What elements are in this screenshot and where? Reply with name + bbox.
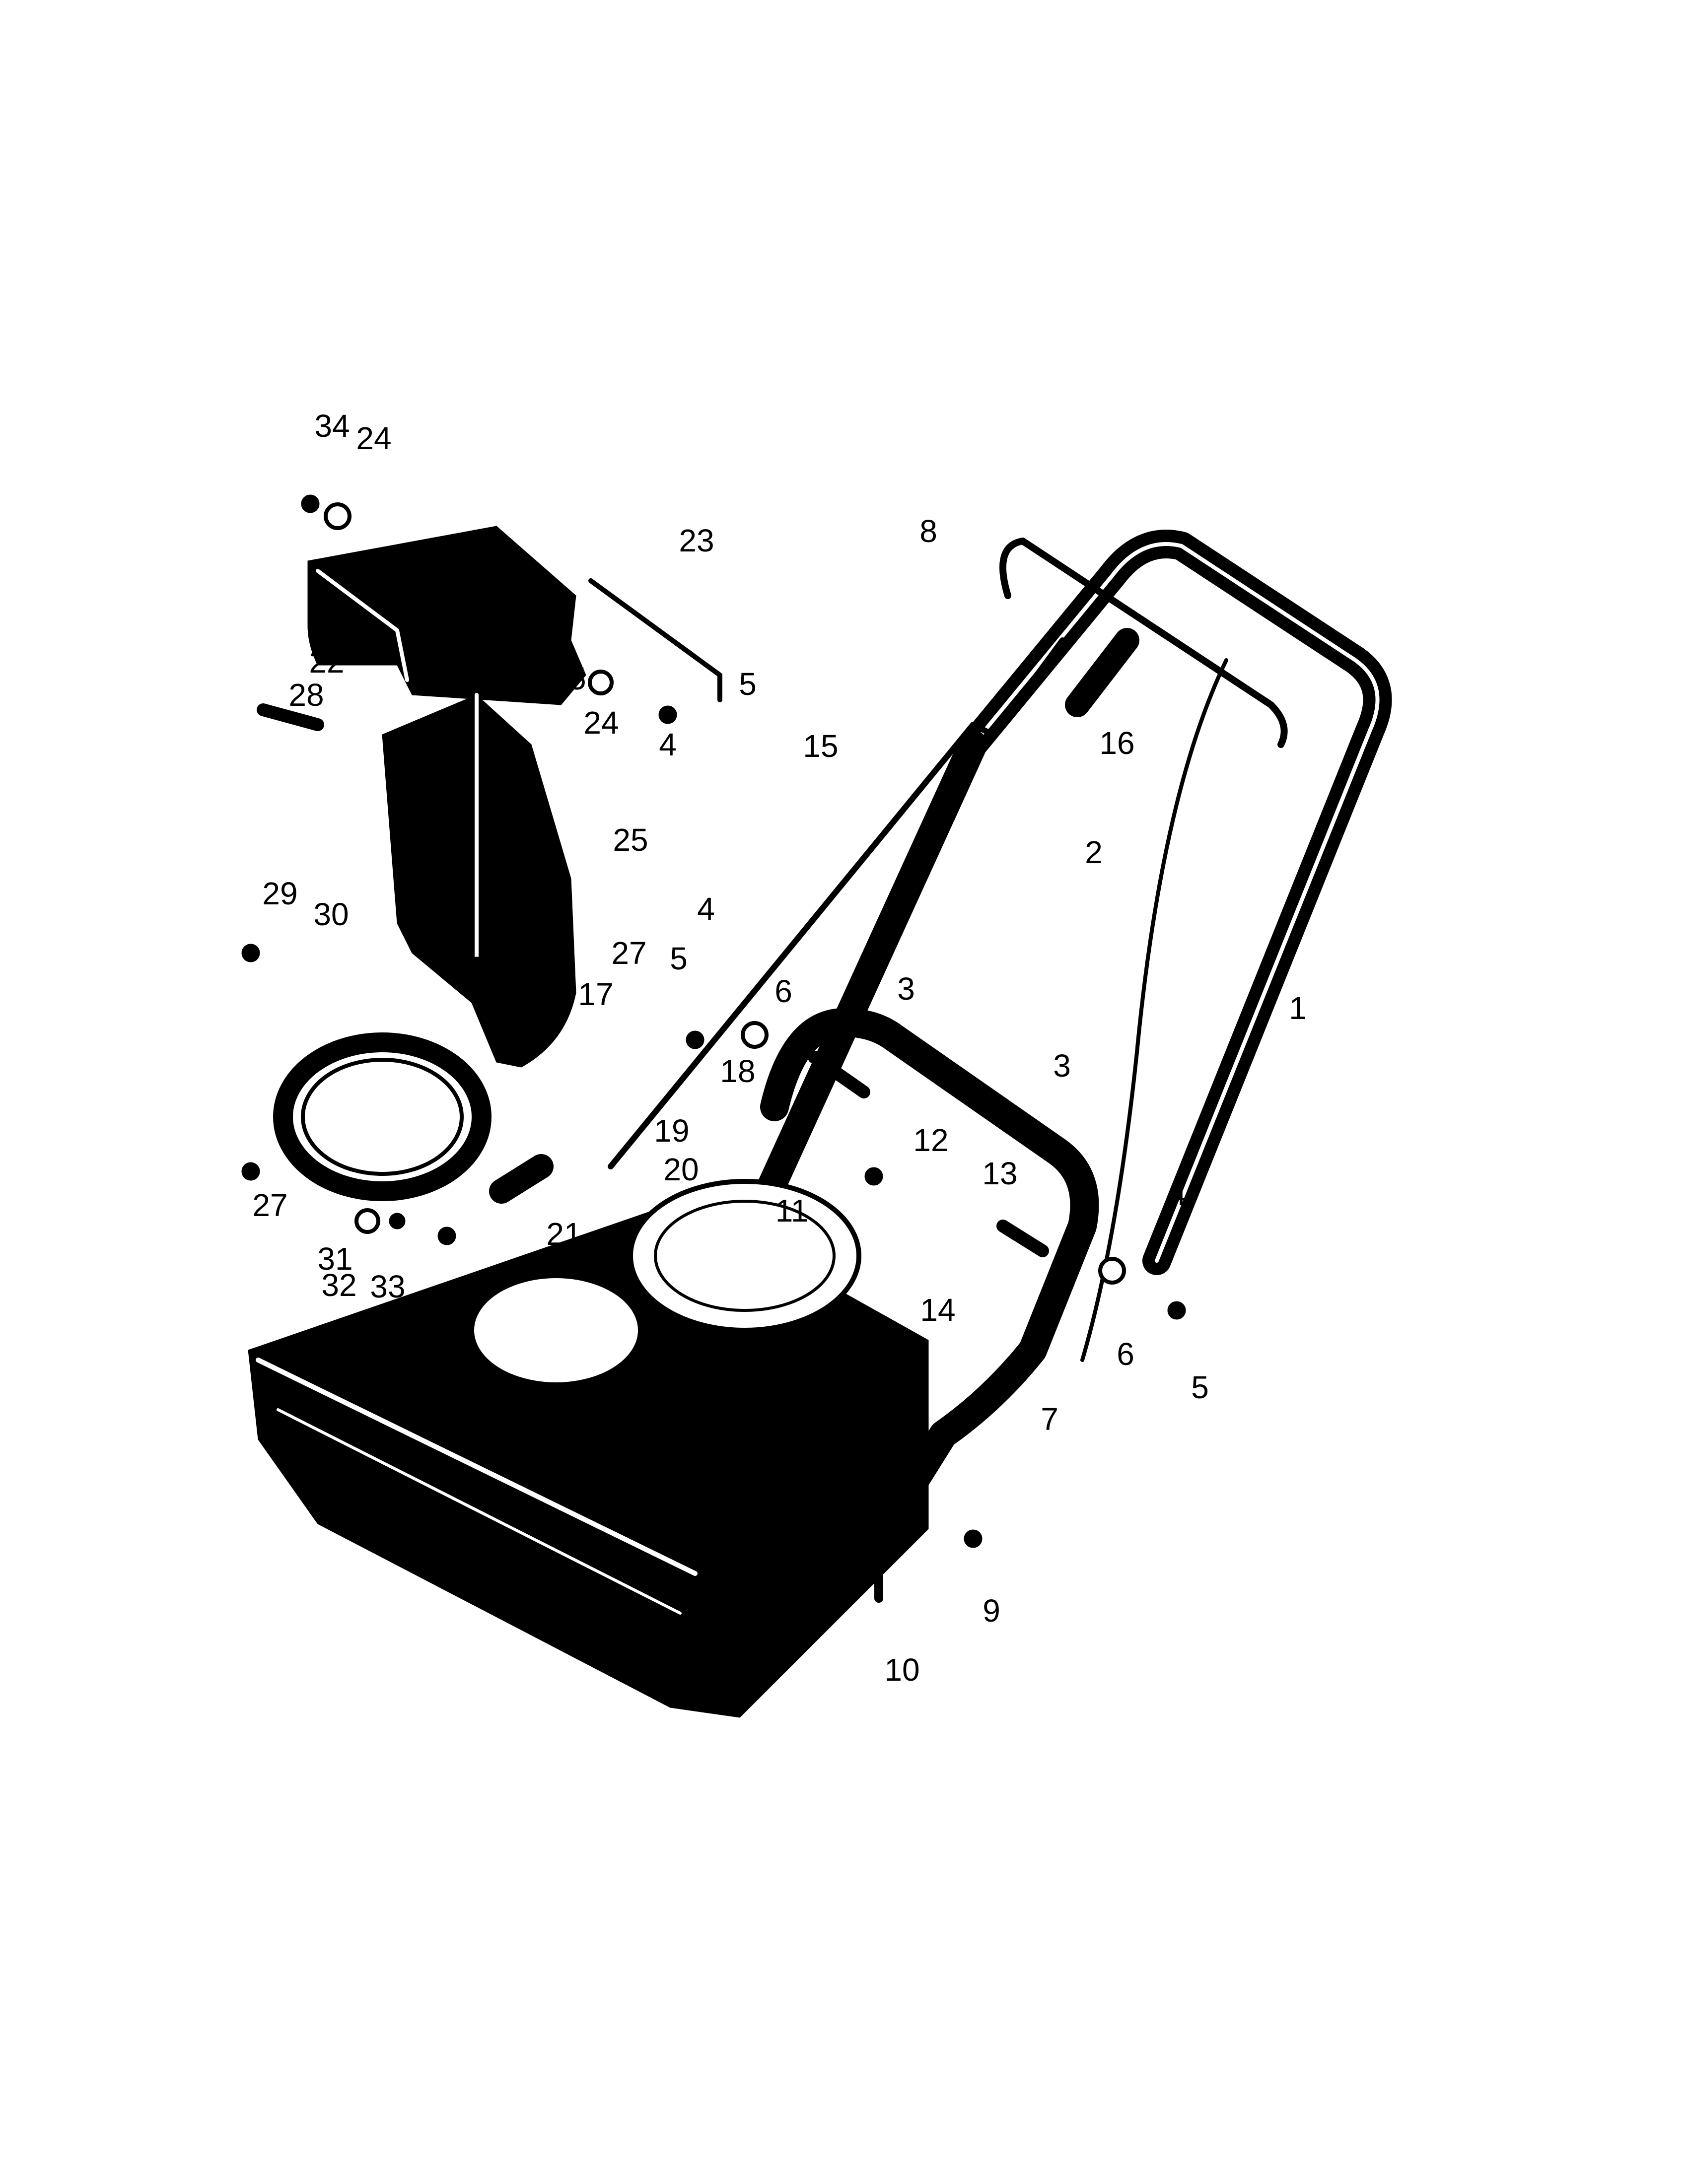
upper-chute: [382, 693, 576, 1068]
part-number-label: 2: [1085, 834, 1103, 870]
part-number-label: 1: [1289, 990, 1307, 1026]
part-number-label: 14: [920, 1292, 956, 1328]
part-number-label: 4: [1169, 1176, 1187, 1212]
part-number-label: 27: [252, 1187, 288, 1223]
part-number-label: 12: [913, 1122, 949, 1158]
part-number-label: 4: [697, 891, 715, 927]
part-number-label: 18: [720, 1053, 756, 1089]
part-number-label: 7: [1041, 1401, 1058, 1437]
chute-deflector: [307, 526, 586, 705]
part-number-label: 24: [356, 420, 392, 456]
part-number-label: 17: [578, 976, 614, 1012]
part-number-label: 8: [919, 513, 937, 549]
fasteners: [241, 494, 1186, 1603]
bail-handle: [999, 538, 1288, 748]
part-number-label: 4: [659, 727, 677, 762]
part-number-label: 24: [583, 705, 619, 741]
chute-ring: [273, 1032, 492, 1201]
part-number-label: 22: [309, 644, 345, 680]
part-number-label: 32: [321, 1267, 357, 1303]
upper-handle: [959, 530, 1392, 1275]
part-number-label: 34: [314, 408, 350, 444]
auger-housing: [248, 1179, 929, 1718]
part-number-label: 29: [262, 876, 298, 911]
part-number-label: 35: [551, 661, 586, 696]
part-number-label: 10: [884, 1652, 920, 1688]
part-number-label: 3: [897, 971, 915, 1007]
part-number-label: 20: [663, 1152, 699, 1187]
part-number-label: 27: [611, 935, 647, 971]
handle-grip: [1065, 628, 1139, 717]
part-number-label: 19: [654, 1113, 690, 1149]
part-number-label: 21: [546, 1216, 582, 1252]
part-number-label: 30: [313, 896, 349, 932]
part-number-label: 16: [1099, 725, 1135, 761]
part-number-label: 5: [739, 666, 757, 702]
part-number-label: 13: [982, 1156, 1018, 1191]
deflector-pin: [588, 578, 722, 702]
part-number-label: 28: [288, 677, 324, 713]
shift-rod: [608, 637, 1065, 1169]
part-number-label: 11: [775, 1193, 809, 1228]
part-number-label: 5: [670, 941, 688, 976]
part-number-label: 3: [1053, 1048, 1071, 1084]
part-number-label: 6: [1117, 1336, 1134, 1372]
part-number-label: 9: [983, 1593, 1000, 1629]
part-number-label: 6: [774, 973, 792, 1009]
part-number-label: 5: [1191, 1369, 1209, 1405]
part-number-label: 33: [370, 1269, 406, 1304]
part-number-label: 15: [803, 728, 839, 764]
part-number-label: 23: [679, 523, 714, 558]
part-number-label: 25: [613, 822, 648, 858]
part-number-label: 31: [317, 1241, 353, 1277]
